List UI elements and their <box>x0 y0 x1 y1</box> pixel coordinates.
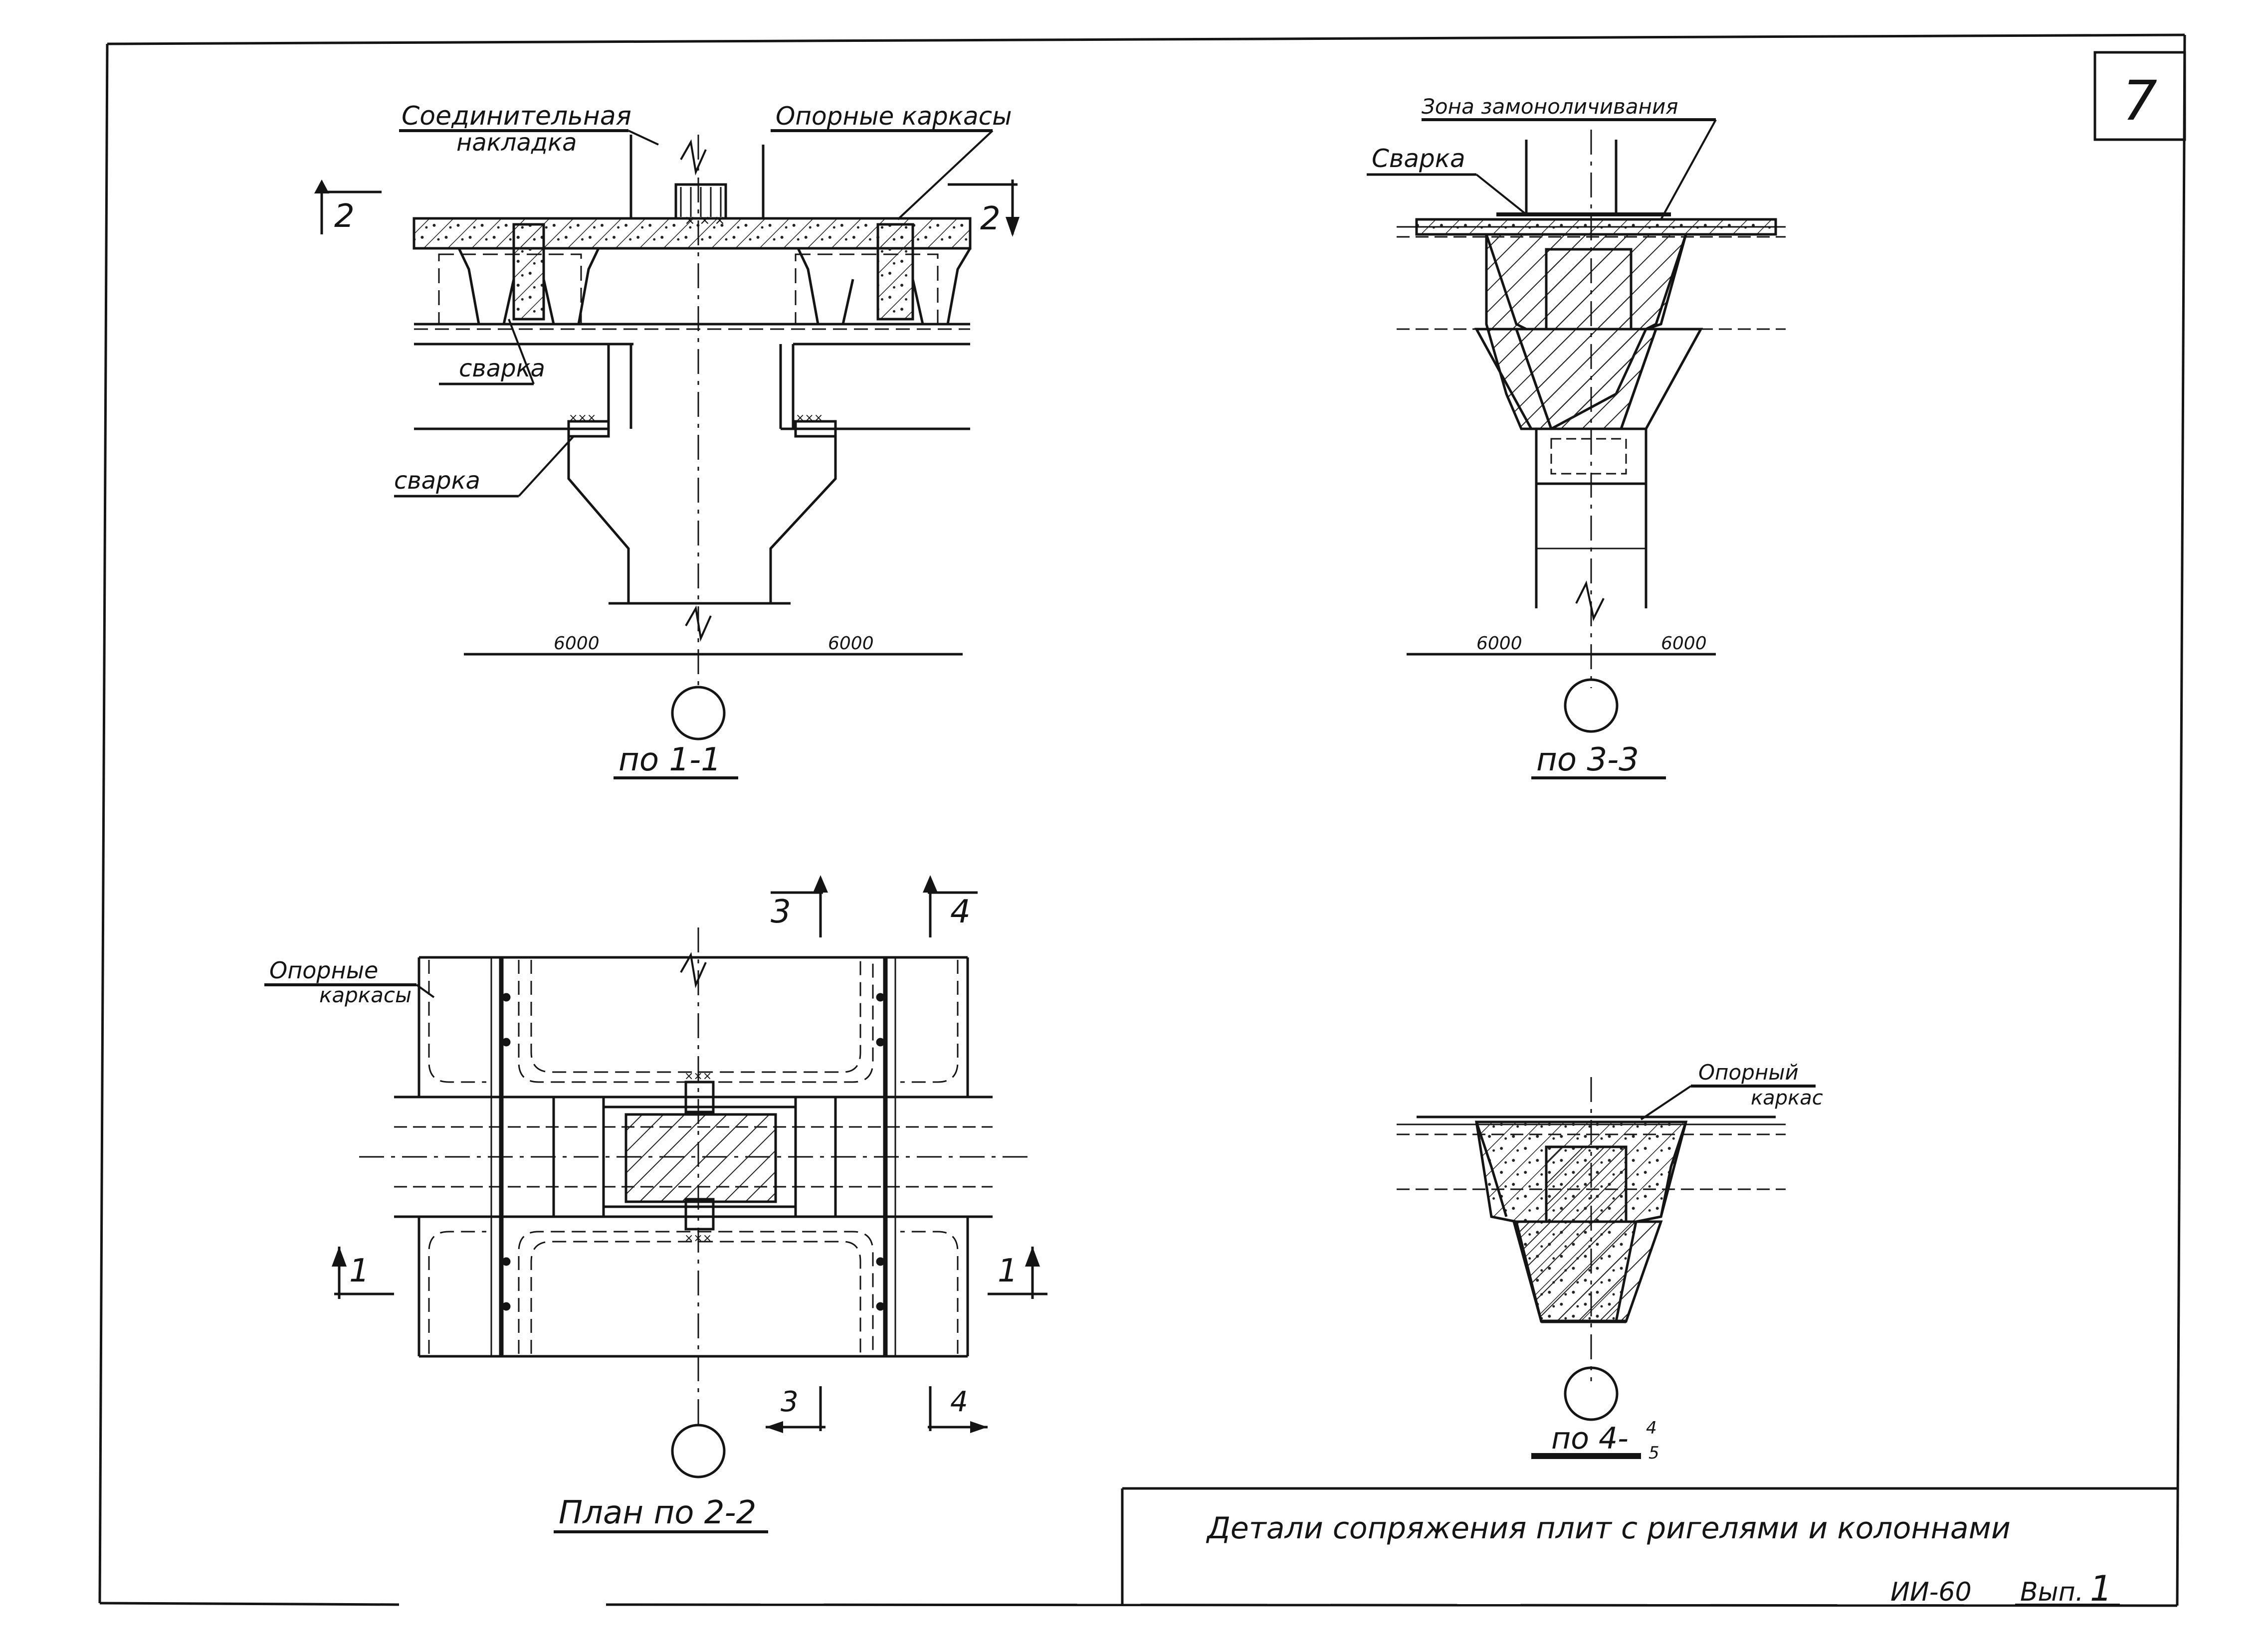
label-support-frames-plan: Опорные <box>269 957 378 984</box>
label-support-frame-small-2: каркас <box>1751 1087 1823 1109</box>
label-weld-b: сварка <box>394 467 480 495</box>
drawing-code: ИИ-60 <box>1890 1577 1972 1607</box>
marker-3-top: 3 <box>771 894 791 930</box>
sheet-number: 7 <box>2122 69 2157 133</box>
dim-1: 6000 <box>554 633 600 654</box>
caption-section-4: по 4- <box>1551 1421 1629 1456</box>
marker-2-left: 2 <box>334 198 355 235</box>
label-connecting-plate-2: накладка <box>456 129 577 157</box>
drawing-title: Детали сопряжения плит с ригелями и коло… <box>1206 1511 2011 1546</box>
label-connecting-plate: Соединительная <box>402 101 631 131</box>
label-support-frames-plan-2: каркасы <box>319 983 412 1007</box>
dim-3: 6000 <box>1476 633 1522 654</box>
marker-1-right: 1 <box>998 1253 1018 1289</box>
sheet-number-box: 7 <box>2093 51 2186 141</box>
issue-number: 1 <box>2090 1568 2112 1609</box>
label-support-frames-top: Опорные каркасы <box>776 102 1012 131</box>
marker-3-bottom: 3 <box>781 1386 799 1418</box>
marker-1-left: 1 <box>349 1253 370 1289</box>
label-weld-a: сварка <box>459 355 545 382</box>
dim-2: 6000 <box>828 633 874 654</box>
caption-section-4-sup: 4 <box>1646 1418 1657 1438</box>
caption-section-1-1: по 1-1 <box>619 741 721 778</box>
caption-plan-2-2: План по 2-2 <box>559 1494 756 1531</box>
dim-4: 6000 <box>1661 633 1707 654</box>
label-monolith-zone: Зона замоноличивания <box>1422 94 1678 119</box>
svg-text:× × ×: × × × <box>684 213 725 228</box>
caption-section-4-sub: 5 <box>1649 1443 1659 1463</box>
label-weld-c: Сварка <box>1372 144 1465 173</box>
svg-text:×××: ××× <box>569 412 596 424</box>
title-block: Детали сопряжения плит с ригелями и коло… <box>1121 1487 2177 1609</box>
label-support-frame-small: Опорный <box>1698 1060 1799 1085</box>
section-3-3: Зона замоноличивания Сварка 6000 <box>1367 94 1786 779</box>
caption-section-3-3: по 3-3 <box>1536 741 1639 778</box>
plan-2-2: Опорные каркасы 3 4 <box>264 875 1047 1533</box>
section-4-4: Опорный каркас по 4- 4 5 <box>1397 1060 1823 1463</box>
section-1-1: Соединительная накладка Опорные каркасы … <box>314 101 1020 779</box>
svg-text:×××: ××× <box>796 412 823 424</box>
sheet-frame <box>98 33 2186 1607</box>
issue-label: Вып. <box>2020 1577 2083 1607</box>
marker-4-top: 4 <box>950 894 971 930</box>
marker-4-bottom: 4 <box>950 1386 968 1418</box>
marker-2-right: 2 <box>980 200 1001 237</box>
